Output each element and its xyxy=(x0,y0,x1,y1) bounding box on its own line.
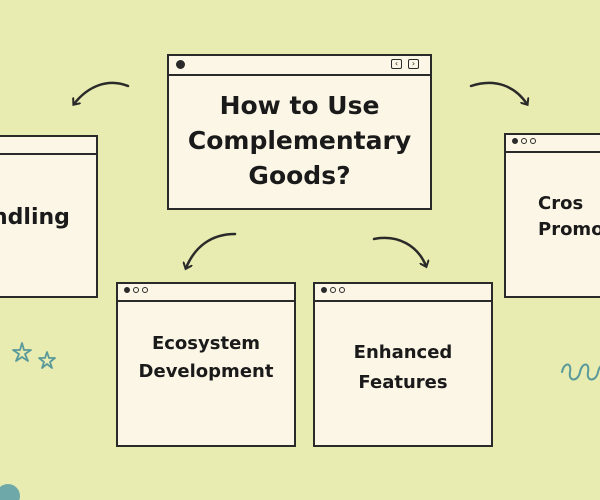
squiggle-icon xyxy=(561,363,600,381)
window-controls xyxy=(124,287,148,293)
window-dot-icon xyxy=(521,138,527,144)
star-icon xyxy=(38,351,56,369)
window-titlebar xyxy=(315,284,491,302)
window-titlebar xyxy=(0,137,96,155)
arrow-to-bottom-left-icon xyxy=(186,232,237,268)
window-titlebar xyxy=(118,284,294,302)
nav-forward-icon: › xyxy=(408,59,419,69)
window-dot-icon xyxy=(321,287,327,293)
window-titlebar: ‹ › xyxy=(169,56,430,76)
window-dot-icon xyxy=(339,287,345,293)
nav-back-icon: ‹ xyxy=(391,59,402,69)
window-dot-icon xyxy=(512,138,518,144)
window-dot-icon xyxy=(142,287,148,293)
box-label-enhanced-features: Enhanced Features xyxy=(353,342,453,393)
arrow-to-left-icon xyxy=(74,81,130,104)
window-ecosystem-development: Ecosystem Development xyxy=(116,282,296,447)
window-bundling: ndling xyxy=(0,135,98,298)
window-controls xyxy=(512,138,536,144)
window-enhanced-features: Enhanced Features xyxy=(313,282,493,447)
window-dot-icon xyxy=(176,60,185,69)
box-label-ecosystem-development: Ecosystem Development xyxy=(138,333,274,382)
window-cross-promotion: Cros Promo xyxy=(504,133,600,298)
arrow-to-right-icon xyxy=(469,81,527,104)
window-dot-icon xyxy=(133,287,139,293)
arrow-to-bottom-right-icon xyxy=(372,236,426,266)
blob-icon xyxy=(0,484,20,500)
window-titlebar xyxy=(506,135,600,153)
diagram-title: How to Use Complementary Goods? xyxy=(187,91,412,190)
window-dot-icon xyxy=(330,287,336,293)
window-dot-icon xyxy=(124,287,130,293)
box-label-bundling: ndling xyxy=(0,205,70,230)
window-controls xyxy=(321,287,345,293)
box-label-cross-promotion: Cros Promo xyxy=(538,193,600,240)
window-dot-icon xyxy=(530,138,536,144)
window-main-title: ‹ › How to Use Complementary Goods? xyxy=(167,54,432,210)
star-icon xyxy=(12,342,32,362)
